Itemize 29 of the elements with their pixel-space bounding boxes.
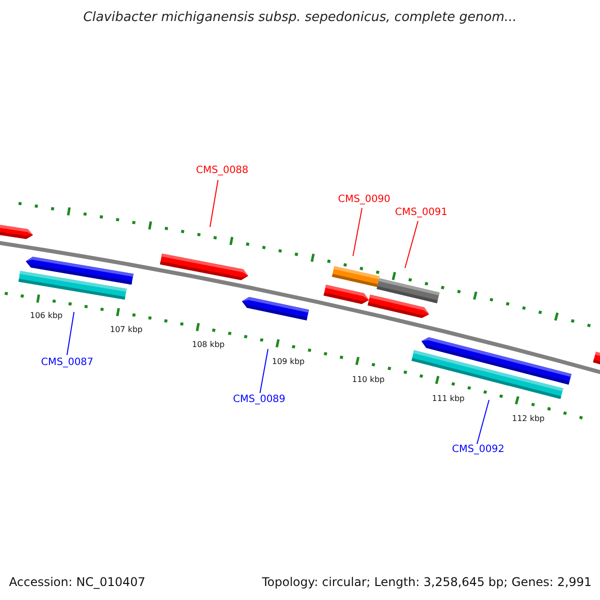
scale-label: 107 kbp <box>110 326 143 334</box>
genome-info-text: Topology: circular; Length: 3,258,645 bp; Genes: 2,991 <box>262 576 592 588</box>
map-title: Clavibacter michiganensis subsp. sepedonicus, complete genom... <box>82 11 518 24</box>
gene-label: CMS_0091 <box>395 208 448 218</box>
scale-label: 111 kbp <box>432 395 465 403</box>
leader-line <box>404 220 418 268</box>
coding-gene <box>0 224 33 239</box>
coding-gene <box>593 352 600 367</box>
scale-label: 109 kbp <box>272 358 305 366</box>
gene-label: CMS_0088 <box>196 166 248 176</box>
scale-label: 110 kbp <box>352 376 385 384</box>
accession-text: Accession: NC_010407 <box>9 576 146 588</box>
gene-label: CMS_0092 <box>452 445 504 455</box>
gene-region <box>332 266 380 287</box>
gene-region <box>18 270 127 300</box>
scale-label: 112 kbp <box>512 415 545 423</box>
leader-line <box>66 312 74 356</box>
gene-label: CMS_0087 <box>41 358 94 368</box>
scale-label: 106 kbp <box>30 312 63 320</box>
leader-line <box>260 348 268 394</box>
gene-label: CMS_0089 <box>233 395 286 405</box>
leader-line <box>352 208 362 256</box>
coding-gene <box>242 297 309 320</box>
coding-gene <box>160 254 248 280</box>
gene-label: CMS_0090 <box>338 195 390 205</box>
coding-gene <box>368 294 430 318</box>
leader-line <box>476 400 490 444</box>
coding-gene <box>324 284 369 304</box>
scale-label: 108 kbp <box>192 341 225 349</box>
